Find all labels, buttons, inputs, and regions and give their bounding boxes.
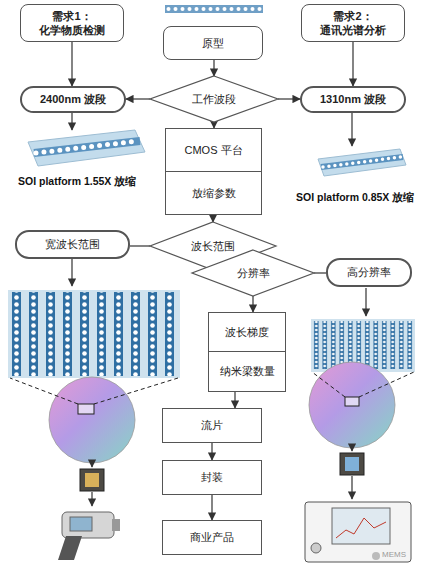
diamond-shape [150, 76, 278, 122]
instrument-screen [332, 508, 390, 544]
node-text: 封装 [201, 470, 223, 484]
spectrum-trace [336, 518, 386, 538]
chip-die [345, 457, 359, 471]
node-text: 波长范围 [191, 239, 235, 253]
connector-arrow [211, 495, 212, 520]
node-text: 原型 [202, 36, 224, 50]
node-text: 宽波长范围 [45, 237, 100, 251]
option-pill: 宽波长范围 [15, 230, 130, 259]
soi-holes [36, 141, 138, 153]
node-text: 1310nm 波段 [320, 92, 386, 106]
connector-arrow [126, 98, 150, 99]
instrument-port [311, 543, 321, 553]
instrument-body [305, 502, 411, 562]
connector-arrow [213, 122, 214, 128]
leader-line [10, 378, 78, 404]
option-pill: 高分辨率 [326, 258, 412, 287]
soi-holes [323, 157, 401, 167]
array-background [8, 290, 180, 378]
chip-package [340, 453, 364, 475]
chip-die [85, 473, 99, 487]
leader-line [359, 372, 414, 397]
node-text: 纳米梁数量 [220, 364, 275, 378]
process-box: 需求1： 化学物质检测 [20, 4, 124, 42]
connector-arrow [234, 392, 235, 408]
connector-arrow [252, 296, 253, 312]
arrow-line [365, 288, 366, 316]
node-text: 需求1： 化学物质检测 [25, 9, 119, 38]
process-box: 纳米梁数量 [208, 351, 286, 392]
arrow-line [71, 113, 72, 130]
die-marker [345, 397, 359, 406]
process-box: 放缩参数 [165, 171, 262, 215]
process-box: 波长梯度 [208, 312, 286, 352]
node-text: 放缩参数 [192, 186, 236, 200]
device-nose [112, 519, 120, 531]
chip-package [80, 469, 104, 491]
node-text: 高分辨率 [347, 265, 391, 279]
arrow-line [351, 448, 352, 451]
decision-diamond: 分辨率 [192, 250, 314, 296]
nanobeam-array [8, 292, 178, 376]
process-box: 原型 [163, 26, 263, 60]
decision-diamond: 工作波段 [150, 76, 278, 122]
process-box: CMOS 平台 [165, 128, 262, 172]
nanobeam-holes [165, 5, 263, 13]
connector-arrow [71, 42, 72, 86]
nanobeam-array [312, 321, 414, 369]
arrow-line [71, 259, 72, 286]
soi-slab [28, 130, 145, 166]
soi-waveguide [321, 157, 403, 167]
option-pill: 2400nm 波段 [20, 86, 126, 113]
connector-line [314, 272, 326, 273]
process-box: 需求2： 通讯光谱分析 [301, 4, 405, 42]
process-box: 商业产品 [162, 520, 262, 555]
wafer [49, 377, 135, 463]
part-label: SOI platform 1.55X 放缩 [18, 175, 136, 189]
connector-arrow [213, 60, 214, 76]
node-text: 工作波段 [192, 92, 236, 106]
soi-slab [318, 149, 406, 176]
wafer [309, 362, 395, 448]
diamond-shape [192, 250, 314, 296]
node-text: 2400nm 波段 [40, 92, 106, 106]
arrow-line [351, 476, 352, 499]
connector-arrow [278, 98, 300, 99]
connector-arrow [211, 443, 212, 460]
process-box: 流片 [162, 408, 262, 443]
process-box: 封装 [162, 460, 262, 495]
leader-line [312, 372, 345, 397]
arrow-line [91, 492, 92, 506]
leader-line [94, 378, 178, 404]
node-text: 商业产品 [190, 530, 234, 544]
connector-arrow [212, 215, 213, 222]
arrow-line [351, 113, 352, 146]
node-text: 需求2： 通讯光谱分析 [306, 9, 400, 38]
connector-arrow [352, 42, 353, 86]
node-text: 波长梯度 [225, 325, 269, 339]
device-screen [70, 517, 92, 531]
nanobeam-strip [165, 5, 263, 13]
option-pill: 1310nm 波段 [300, 86, 406, 113]
device-handle [58, 536, 82, 560]
watermark-icon [372, 552, 380, 560]
node-text: CMOS 平台 [184, 143, 242, 157]
handheld-device [62, 512, 114, 538]
part-label: SOI platform 0.85X 放缩 [296, 191, 414, 205]
soi-waveguide [34, 141, 140, 153]
connector-line [130, 245, 150, 246]
watermark: MEMS [382, 550, 406, 559]
arrow-line [91, 463, 92, 467]
node-text: 分辨率 [237, 266, 270, 280]
node-text: 流片 [201, 418, 223, 432]
die-marker [78, 404, 94, 414]
